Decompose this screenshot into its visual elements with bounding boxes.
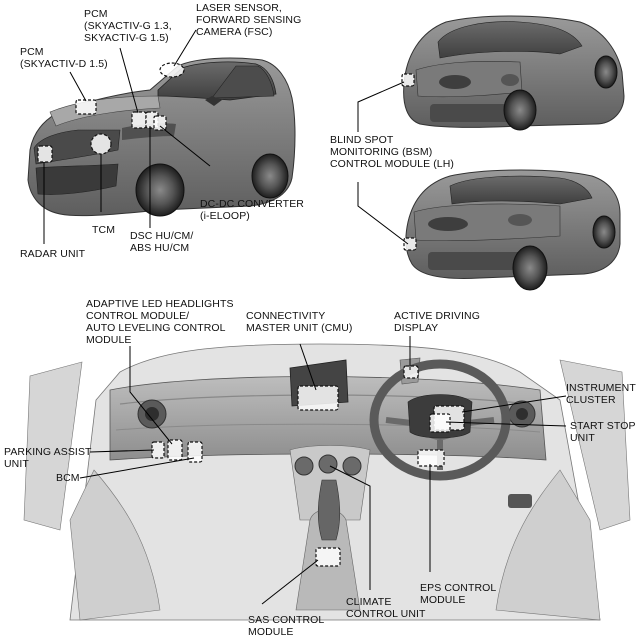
dsc-abs-label: DSC HU/CM/ABS HU/CM bbox=[130, 230, 193, 254]
label-line: INSTRUMENT bbox=[566, 382, 636, 394]
label-line: CONTROL MODULE (LH) bbox=[330, 158, 455, 170]
label-line: CLIMATE bbox=[346, 596, 392, 608]
label-line: MASTER UNIT (CMU) bbox=[246, 322, 353, 334]
rear-sedan-illustration bbox=[405, 169, 621, 291]
radar-marker bbox=[37, 145, 53, 163]
label-line: PCM bbox=[84, 8, 108, 20]
label-line: (SKYACTIV-G 1.3, bbox=[84, 20, 172, 32]
bcm-marker bbox=[187, 441, 203, 463]
eps-marker bbox=[417, 449, 445, 467]
label-line: SKYACTIV-G 1.5) bbox=[84, 32, 169, 44]
label-line: TCM bbox=[92, 224, 116, 236]
label-line: EPS CONTROL bbox=[420, 582, 497, 594]
dc-dc-converter-label: DC-DC CONVERTER(i-ELOOP) bbox=[200, 198, 304, 222]
fsc-marker bbox=[159, 62, 185, 78]
adaptive-led-leader bbox=[129, 346, 173, 445]
label-line: CAMERA (FSC) bbox=[196, 26, 273, 38]
label-line: MODULE bbox=[420, 594, 466, 606]
label-line: CLUSTER bbox=[566, 394, 616, 406]
label-line: SAS CONTROL bbox=[248, 614, 325, 626]
bsm-hatch-marker bbox=[401, 73, 415, 87]
instrument-cluster-leader bbox=[461, 395, 567, 413]
label-line: DSC HU/CM/ bbox=[130, 230, 194, 242]
label-line: BLIND SPOT bbox=[330, 134, 394, 146]
label-line: PARKING ASSIST bbox=[4, 446, 92, 458]
bcm-leader bbox=[79, 457, 195, 479]
bcm-label: BCM bbox=[56, 472, 80, 484]
sas-leader bbox=[261, 559, 319, 605]
label-line: ABS HU/CM bbox=[130, 242, 190, 254]
label-line: PCM bbox=[20, 46, 44, 58]
label-line: ADAPTIVE LED HEADLIGHTS bbox=[86, 298, 234, 310]
cmu-marker bbox=[297, 385, 339, 411]
label-line: LASER SENSOR, bbox=[196, 2, 282, 14]
label-line: START STOP bbox=[570, 420, 636, 432]
dc-dc-leader bbox=[159, 125, 211, 167]
pcm-d-leader bbox=[69, 71, 87, 102]
start-stop-leader bbox=[445, 421, 567, 427]
component-markers bbox=[37, 62, 465, 567]
pcm-skyactiv-g-label: PCM(SKYACTIV-G 1.3,SKYACTIV-G 1.5) bbox=[84, 8, 172, 44]
fsc-leader bbox=[173, 29, 197, 67]
label-line: MONITORING (BSM) bbox=[330, 146, 433, 158]
leader-lines bbox=[43, 29, 567, 605]
tcm-marker bbox=[90, 133, 112, 155]
label-line: (SKYACTIV-D 1.5) bbox=[20, 58, 108, 70]
label-line: DISPLAY bbox=[394, 322, 439, 334]
label-line: DC-DC CONVERTER bbox=[200, 198, 304, 210]
start-stop-marker bbox=[429, 413, 451, 433]
bsm-sedan-marker bbox=[403, 237, 417, 251]
dc-dc-marker bbox=[153, 115, 167, 131]
label-line: (i-ELOOP) bbox=[200, 210, 250, 222]
label-line: RADAR UNIT bbox=[20, 248, 86, 260]
label-line: ACTIVE DRIVING bbox=[394, 310, 480, 322]
label-line: AUTO LEVELING CONTROL bbox=[86, 322, 226, 334]
bsm-sedan-leader bbox=[357, 182, 409, 245]
pcm-d-marker bbox=[75, 99, 97, 115]
pcm-g-marker bbox=[131, 111, 147, 129]
rear-hatchback-illustration bbox=[403, 15, 625, 131]
label-line: UNIT bbox=[4, 458, 29, 470]
front-car-illustration bbox=[27, 57, 296, 217]
climate-leader bbox=[329, 465, 371, 590]
adaptive-led-marker bbox=[167, 439, 183, 461]
label-line: BCM bbox=[56, 472, 80, 484]
tcm-label: TCM bbox=[92, 224, 115, 236]
label-line: CONTROL MODULE/ bbox=[86, 310, 190, 322]
pcm-g-leader bbox=[119, 47, 139, 114]
parking-assist-leader bbox=[89, 449, 155, 453]
cmu-leader bbox=[299, 343, 317, 391]
label-line: FORWARD SENSING bbox=[196, 14, 302, 26]
pcm-skyactiv-d-label: PCM(SKYACTIV-D 1.5) bbox=[20, 46, 108, 70]
sas-marker bbox=[315, 547, 341, 567]
bsm-hatch-leader bbox=[357, 81, 405, 132]
radar-unit-label: RADAR UNIT bbox=[20, 248, 85, 260]
label-line: UNIT bbox=[570, 432, 595, 444]
label-line: MODULE bbox=[86, 334, 132, 346]
label-line: CONNECTIVITY bbox=[246, 310, 326, 322]
label-line: MODULE bbox=[248, 626, 294, 638]
label-line: CONTROL UNIT bbox=[346, 608, 426, 620]
active-driving-marker bbox=[403, 365, 419, 379]
